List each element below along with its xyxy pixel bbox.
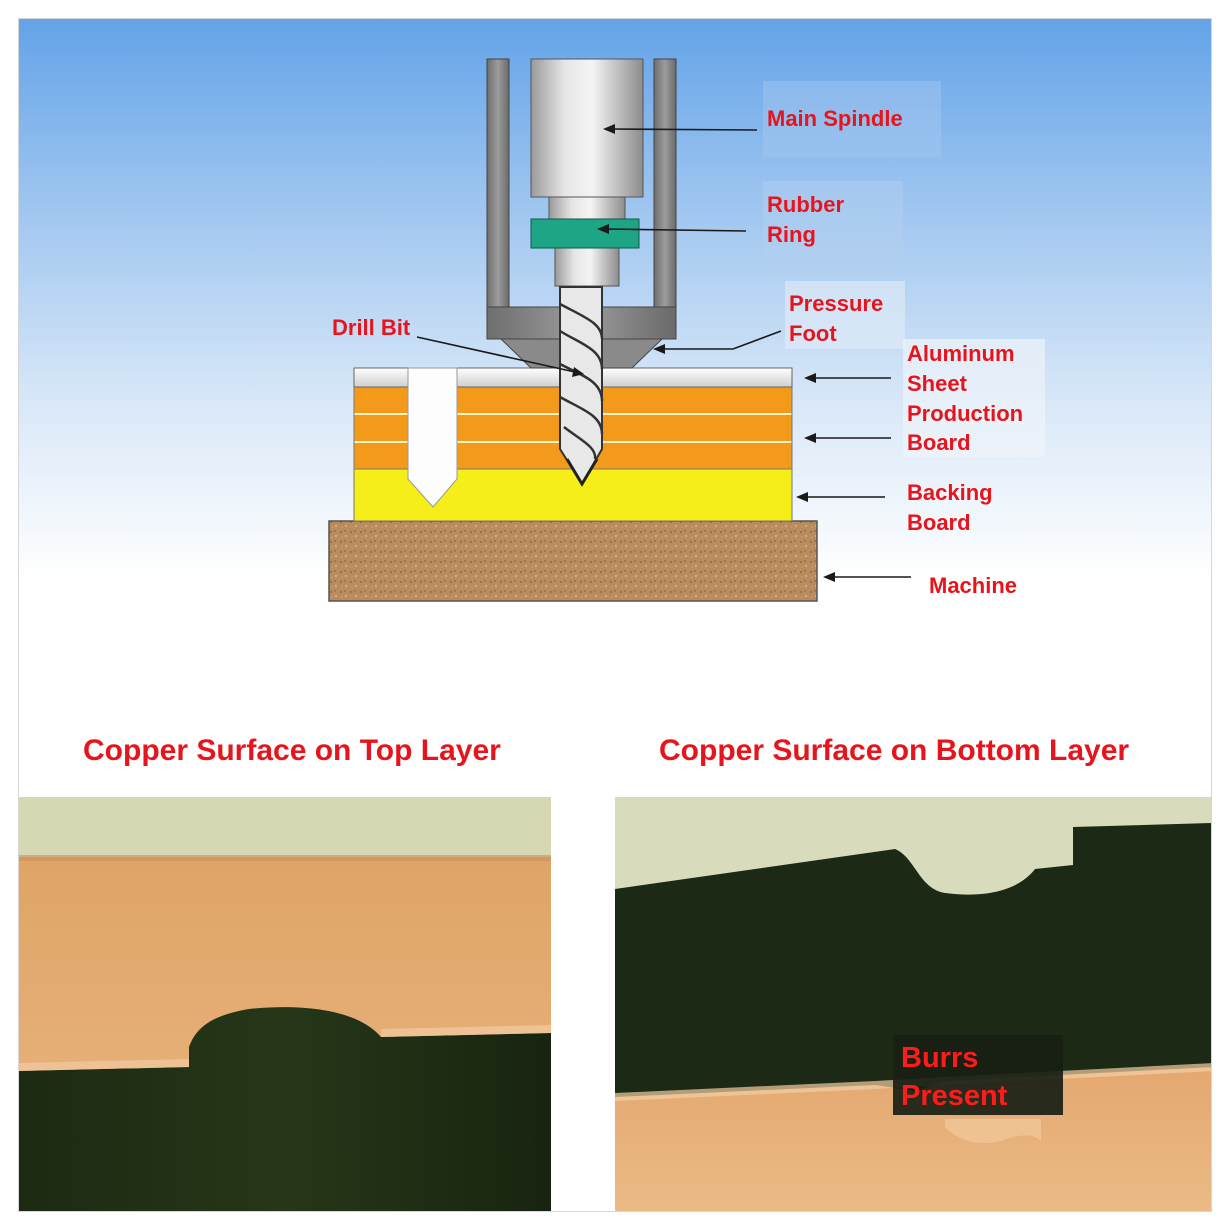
- rubber-ring: [530, 218, 640, 249]
- photo-top-layer: [19, 797, 551, 1211]
- drill-bit: [559, 286, 604, 487]
- label-machine: Machine: [929, 573, 1017, 598]
- burrs-callout: Burrs Present: [893, 1035, 1063, 1115]
- label-pressure-foot-line1: Pressure: [789, 291, 883, 316]
- main-spindle: [530, 58, 644, 287]
- label-main-spindle: Main Spindle: [767, 106, 903, 131]
- label-drill-bit: Drill Bit: [332, 315, 411, 340]
- burrs-callout-line2: Present: [901, 1080, 1008, 1112]
- label-rubber-ring-line1: Rubber: [767, 192, 844, 217]
- photo-top-layer-image: [19, 797, 551, 1211]
- label-backing-line1: Backing: [907, 480, 993, 505]
- label-aluminum-line1: Aluminum: [907, 341, 1015, 366]
- label-pressure-foot-line2: Foot: [789, 321, 837, 346]
- drilling-diagram: Main Spindle Rubber Ring Pressure Foot D…: [328, 58, 1045, 602]
- label-production-line1: Production: [907, 401, 1023, 426]
- heading-bottom-layer: Copper Surface on Bottom Layer: [645, 712, 1144, 790]
- figure-frame: Main Spindle Rubber Ring Pressure Foot D…: [18, 18, 1212, 1212]
- photo-bottom-layer: [615, 797, 1211, 1211]
- label-production-line2: Board: [907, 430, 971, 455]
- photo-bottom-layer-image: [615, 797, 1211, 1211]
- burrs-callout-line1: Burrs: [901, 1042, 979, 1074]
- label-backing-line2: Board: [907, 510, 971, 535]
- label-rubber-ring-line2: Ring: [767, 222, 816, 247]
- machine-bed: [328, 520, 818, 602]
- heading-top-layer: Copper Surface on Top Layer: [69, 712, 515, 790]
- leader-lines: [416, 124, 911, 582]
- label-aluminum-line2: Sheet: [907, 371, 968, 396]
- drilled-hole: [407, 367, 458, 508]
